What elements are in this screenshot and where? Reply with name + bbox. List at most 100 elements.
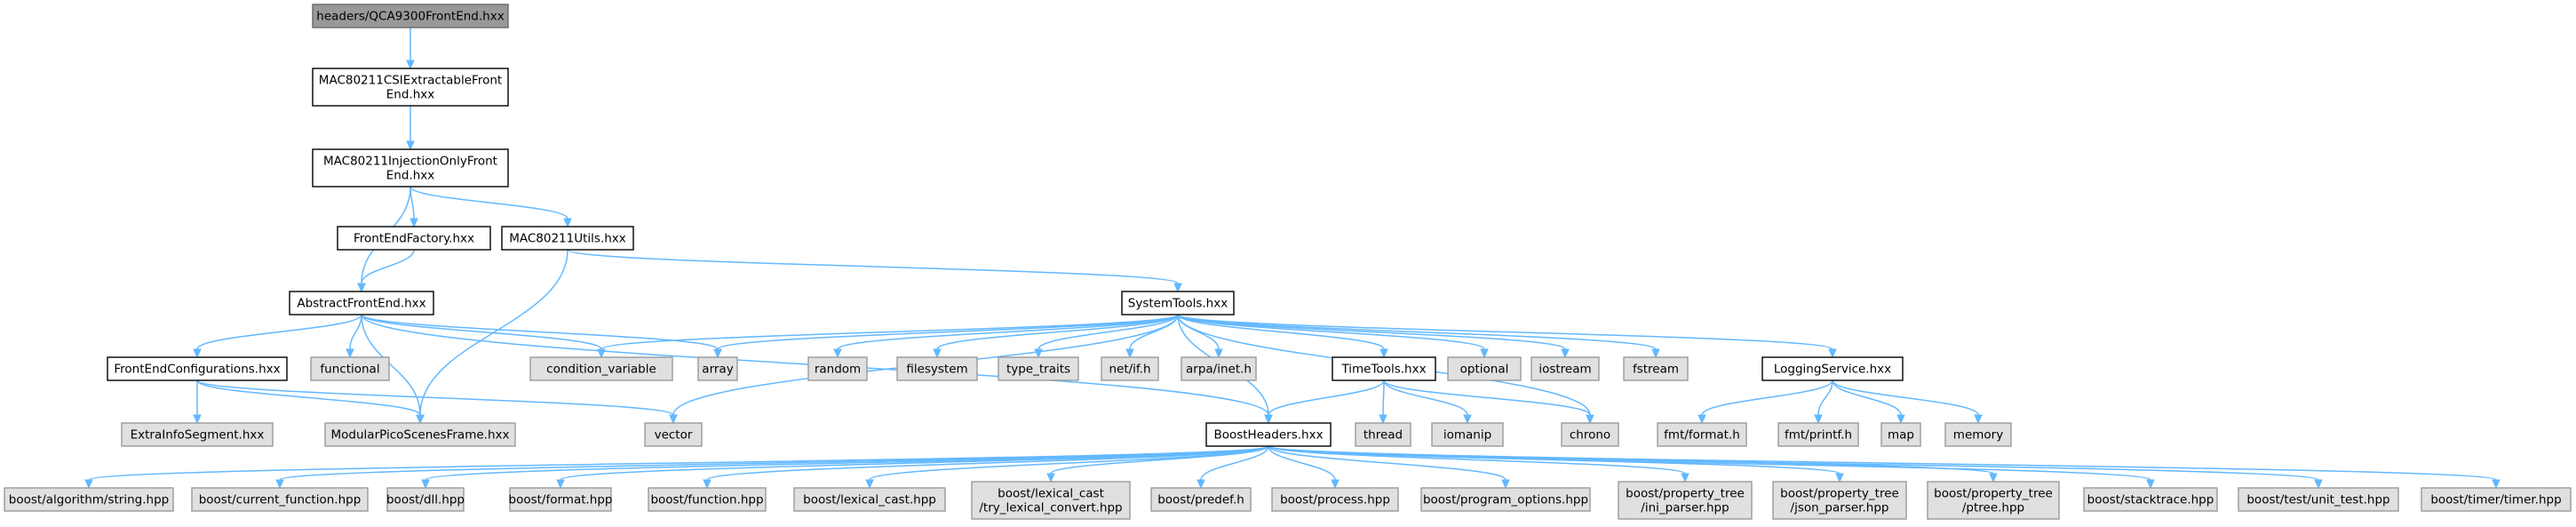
node-label: ModularPicoScenesFrame.hxx xyxy=(331,428,510,443)
edge-root-to-csi xyxy=(406,28,415,70)
graph-node-logging[interactable]: LoggingService.hxx xyxy=(1761,356,1904,381)
node-box xyxy=(1623,356,1689,381)
node-box xyxy=(2421,487,2572,512)
node-box xyxy=(289,291,434,315)
graph-node-random: random xyxy=(807,356,868,381)
node-label: MAC80211Utils.hxx xyxy=(509,232,626,246)
graph-node-b_ptree: boost/property_tree/ptree.hpp xyxy=(1927,481,2060,520)
node-label: LoggingService.hxx xyxy=(1774,363,1891,377)
edge-afe-to-fec xyxy=(193,314,362,359)
graph-node-b_dll: boost/dll.hpp xyxy=(386,487,465,512)
node-box xyxy=(1121,291,1235,315)
node-box xyxy=(4,487,174,512)
node-label: /ini_parser.hpp xyxy=(1641,501,1729,515)
node-box xyxy=(501,226,634,251)
graph-node-fec[interactable]: FrontEndConfigurations.hxx xyxy=(107,356,288,381)
graph-node-b_unittest: boost/test/unit_test.hpp xyxy=(2238,487,2399,512)
node-box xyxy=(1772,481,1907,520)
graph-node-b_algo: boost/algorithm/string.hpp xyxy=(4,487,174,512)
edge-boost-to-b_predef xyxy=(1197,445,1269,490)
edge-boost-to-b_progopt xyxy=(1268,445,1510,490)
graph-node-array: array xyxy=(697,356,738,381)
graph-node-netif: net/if.h xyxy=(1101,356,1159,381)
node-label: boost/program_options.hpp xyxy=(1423,493,1588,507)
graph-node-timetools[interactable]: TimeTools.hxx xyxy=(1332,356,1436,381)
node-box xyxy=(2238,487,2399,512)
node-label: map xyxy=(1888,428,1914,443)
node-box xyxy=(998,356,1079,381)
node-label: vector xyxy=(655,428,693,443)
edge-fec-to-modular xyxy=(196,379,425,425)
graph-node-systools[interactable]: SystemTools.hxx xyxy=(1121,291,1235,315)
edge-csi-to-inj xyxy=(406,106,415,151)
edge-fec-to-vector xyxy=(196,379,678,425)
edge-systools-to-array xyxy=(713,314,1179,359)
node-box xyxy=(191,487,369,512)
node-label: condition_variable xyxy=(546,363,656,377)
node-label: boost/lexical_cast xyxy=(998,487,1104,501)
node-label: boost/algorithm/string.hpp xyxy=(9,493,169,507)
graph-node-afe[interactable]: AbstractFrontEnd.hxx xyxy=(289,291,434,315)
graph-node-b_curfn: boost/current_function.hpp xyxy=(191,487,369,512)
node-label: type_traits xyxy=(1006,363,1070,377)
node-label: boost/timer/timer.hpp xyxy=(2430,493,2561,507)
edge-timetools-to-thread xyxy=(1379,379,1387,425)
graph-node-fef[interactable]: FrontEndFactory.hxx xyxy=(337,226,491,251)
edge-systools-to-condvar xyxy=(597,314,1179,359)
node-box xyxy=(337,226,491,251)
graph-node-boost[interactable]: BoostHeaders.hxx xyxy=(1205,422,1332,447)
nodes-layer: headers/QCA9300FrontEnd.hxxMAC80211CSIEx… xyxy=(4,4,2572,520)
node-box xyxy=(971,481,1131,520)
edge-inj-to-fef xyxy=(409,186,418,228)
node-box xyxy=(107,356,288,381)
node-label: TimeTools.hxx xyxy=(1340,363,1426,377)
graph-node-iomanip: iomanip xyxy=(1431,422,1504,447)
node-box xyxy=(529,356,673,381)
node-label: FrontEndConfigurations.hxx xyxy=(114,363,280,377)
node-box xyxy=(793,487,946,512)
node-label: iomanip xyxy=(1443,428,1491,443)
edge-systools-to-filesystem xyxy=(933,314,1179,359)
graph-node-b_trylex: boost/lexical_cast/try_lexical_convert.h… xyxy=(971,481,1131,520)
graph-node-b_json: boost/property_tree/json_parser.hpp xyxy=(1772,481,1907,520)
node-label: MAC80211CSIExtractableFront xyxy=(319,74,502,88)
node-label: MAC80211InjectionOnlyFront xyxy=(323,155,497,169)
node-box xyxy=(1944,422,2012,447)
graph-node-fstream: fstream xyxy=(1623,356,1689,381)
node-box xyxy=(1205,422,1332,447)
node-label: thread xyxy=(1364,428,1403,443)
node-box xyxy=(1761,356,1904,381)
edge-fec-to-extrainfo xyxy=(193,380,202,425)
graph-node-functional: functional xyxy=(310,356,390,381)
node-label: /json_parser.hpp xyxy=(1791,501,1889,515)
graph-node-utils[interactable]: MAC80211Utils.hxx xyxy=(501,226,634,251)
graph-node-filesystem: filesystem xyxy=(896,356,978,381)
node-box xyxy=(1332,356,1436,381)
edge-systools-to-iostream xyxy=(1177,314,1570,359)
edge-timetools-to-iomanip xyxy=(1383,379,1472,425)
node-label: boost/property_tree xyxy=(1780,487,1899,501)
node-box xyxy=(896,356,978,381)
node-label: /try_lexical_convert.hpp xyxy=(979,501,1122,515)
edge-logging-to-memory xyxy=(1832,379,1983,425)
graph-node-b_predef: boost/predef.h xyxy=(1150,487,1252,512)
node-box xyxy=(1561,422,1619,447)
edge-timetools-to-boost xyxy=(1264,379,1385,425)
node-box xyxy=(324,422,516,447)
edge-boost-to-b_ini xyxy=(1268,445,1690,483)
node-label: boost/lexical_cast.hpp xyxy=(803,493,936,507)
node-box xyxy=(310,356,390,381)
edge-logging-to-fmtprintf xyxy=(1814,379,1833,425)
graph-node-iostream: iostream xyxy=(1530,356,1600,381)
node-label: AbstractFrontEnd.hxx xyxy=(297,297,425,311)
node-label: boost/format.hpp xyxy=(509,493,613,507)
graph-node-map: map xyxy=(1880,422,1921,447)
edge-boost-to-b_format xyxy=(556,445,1269,490)
node-label: memory xyxy=(1953,428,2003,443)
edge-boost-to-b_trylex xyxy=(1046,445,1269,483)
graph-node-b_process: boost/process.hpp xyxy=(1271,487,1399,512)
node-box xyxy=(1150,487,1252,512)
